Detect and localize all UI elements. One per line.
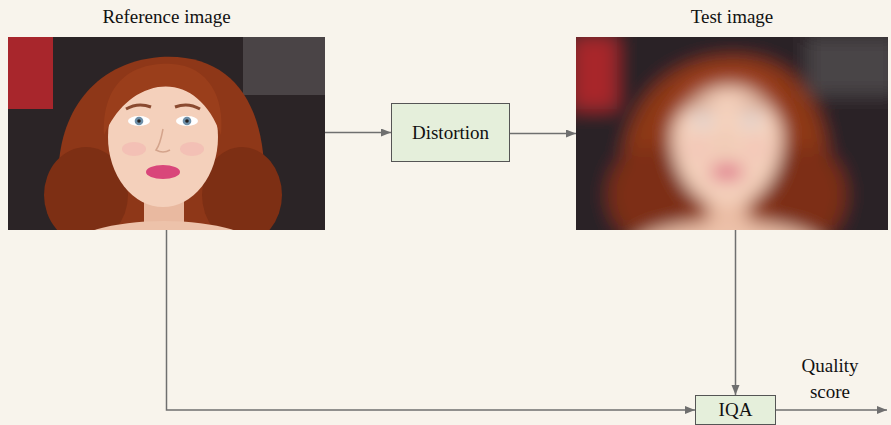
blurred-photo — [512, 0, 891, 297]
process-box: Distortion — [391, 103, 510, 162]
connector-arrow — [735, 230, 737, 395]
output-label: Quality score — [795, 353, 865, 404]
image-panel: Reference image — [8, 37, 325, 230]
box-label: IQA — [719, 399, 753, 421]
box-label: Distortion — [412, 122, 489, 144]
reference-photo — [0, 0, 388, 297]
blur-group — [512, 0, 891, 297]
connector-arrow — [510, 133, 576, 135]
image-heading: Test image — [556, 6, 891, 28]
portrait-picture — [0, 0, 388, 297]
process-box: IQA — [695, 395, 776, 425]
image-heading: Reference image — [0, 6, 345, 28]
image-panel: Test image — [576, 37, 888, 230]
connector-arrow — [167, 230, 696, 410]
portrait-picture — [512, 0, 891, 297]
connector-arrow — [325, 132, 391, 134]
output-arrow — [776, 409, 887, 411]
